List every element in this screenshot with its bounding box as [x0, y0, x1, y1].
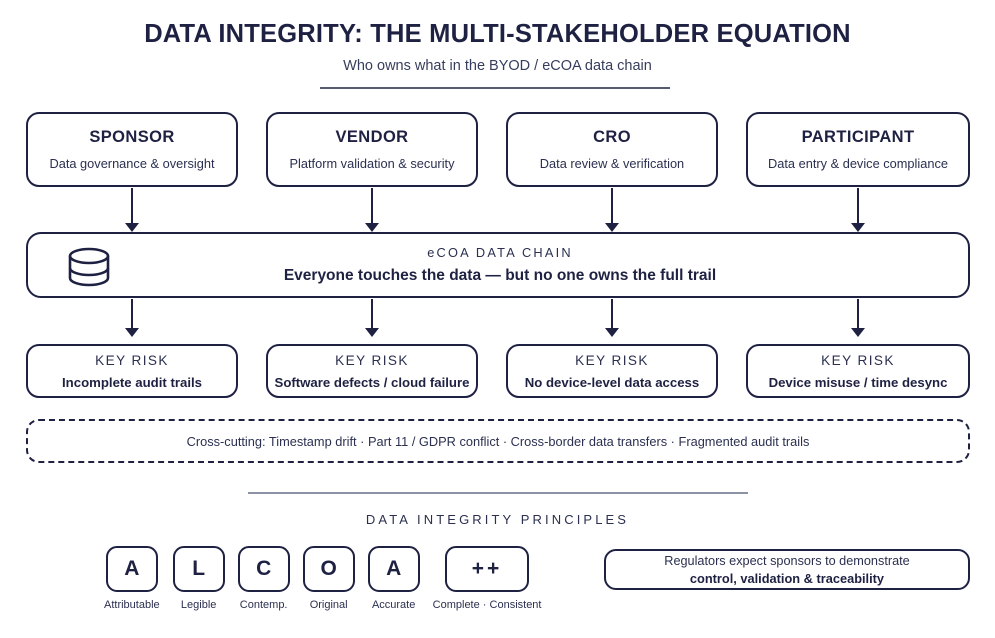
risk-label: KEY RISK: [821, 352, 895, 368]
chain-label: eCOA DATA CHAIN: [427, 245, 573, 260]
arrow-down-icon: [125, 299, 139, 337]
stakeholder-subtitle: Data review & verification: [539, 155, 685, 171]
chain-headline: Everyone touches the data — but no one o…: [283, 267, 717, 284]
risk-card-vendor: KEY RISK Software defects / cloud failur…: [266, 344, 478, 398]
page-subtitle: Who owns what in the BYOD / eCOA data ch…: [343, 58, 652, 74]
stakeholder-card-sponsor: SPONSOR Data governance & oversight: [26, 112, 238, 187]
arrow-down-icon: [125, 188, 139, 232]
stakeholder-title: VENDOR: [335, 128, 409, 147]
header-divider: [320, 87, 670, 89]
arrow-down-icon: [851, 299, 865, 337]
risk-text: Software defects / cloud failure: [274, 374, 470, 390]
stakeholder-title: SPONSOR: [89, 128, 175, 147]
alcoa-tile: L: [172, 546, 225, 592]
alcoa-item-legible: L Legible: [172, 546, 225, 611]
risk-card-sponsor: KEY RISK Incomplete audit trails: [26, 344, 238, 398]
cross-cutting-text: Cross-cutting: Timestamp drift · Part 11…: [186, 433, 810, 449]
alcoa-item-accurate: A Accurate: [367, 546, 420, 611]
risk-label: KEY RISK: [95, 352, 169, 368]
risk-card-cro: KEY RISK No device-level data access: [506, 344, 718, 398]
stakeholder-card-cro: CRO Data review & verification: [506, 112, 718, 187]
arrow-down-icon: [365, 188, 379, 232]
stakeholder-subtitle: Platform validation & security: [289, 155, 455, 171]
page-title: DATA INTEGRITY: THE MULTI-STAKEHOLDER EQ…: [144, 20, 851, 48]
regulators-callout: Regulators expect sponsors to demonstrat…: [604, 549, 970, 590]
regulators-line-1: Regulators expect sponsors to demonstrat…: [664, 553, 910, 568]
alcoa-tile: A: [367, 546, 420, 592]
risk-text: Device misuse / time desync: [768, 374, 948, 390]
alcoa-item-plus-plus: ++ Complete · Consistent: [432, 546, 542, 611]
alcoa-item-original: O Original: [302, 546, 355, 611]
alcoa-item-attributable: A Attributable: [104, 546, 160, 611]
stakeholder-subtitle: Data governance & oversight: [49, 155, 215, 171]
stakeholder-title: CRO: [593, 128, 631, 147]
arrow-down-icon: [851, 188, 865, 232]
alcoa-tile: C: [237, 546, 290, 592]
database-icon: [64, 247, 114, 292]
alcoa-tile: ++: [445, 546, 530, 592]
stakeholder-card-participant: PARTICIPANT Data entry & device complian…: [746, 112, 970, 187]
alcoa-caption: Original: [309, 599, 348, 611]
alcoa-caption: Complete · Consistent: [432, 599, 542, 611]
arrow-down-icon: [365, 299, 379, 337]
alcoa-caption: Contemp.: [239, 599, 288, 611]
regulators-line-2: control, validation & traceability: [689, 570, 885, 586]
stakeholder-subtitle: Data entry & device compliance: [768, 155, 948, 171]
alcoa-tile: O: [302, 546, 355, 592]
ecoa-data-chain-bar: eCOA DATA CHAIN Everyone touches the dat…: [26, 232, 970, 298]
alcoa-caption: Accurate: [371, 599, 416, 611]
arrow-down-icon: [605, 299, 619, 337]
principles-title: DATA INTEGRITY PRINCIPLES: [365, 512, 630, 527]
alcoa-tile: A: [105, 546, 158, 592]
alcoa-item-contemporaneous: C Contemp.: [237, 546, 290, 611]
arrow-down-icon: [605, 188, 619, 232]
stakeholder-title: PARTICIPANT: [801, 128, 915, 147]
principles-divider: [248, 492, 748, 494]
alcoa-caption: Legible: [180, 599, 217, 611]
risk-card-participant: KEY RISK Device misuse / time desync: [746, 344, 970, 398]
risk-text: Incomplete audit trails: [62, 374, 202, 390]
alcoa-caption: Attributable: [104, 599, 160, 611]
risk-label: KEY RISK: [575, 352, 649, 368]
risk-label: KEY RISK: [335, 352, 409, 368]
alcoa-principles-row: A Attributable L Legible C Contemp. O Or…: [104, 546, 541, 611]
cross-cutting-band: Cross-cutting: Timestamp drift · Part 11…: [26, 419, 970, 463]
risk-text: No device-level data access: [524, 374, 700, 390]
stakeholder-card-vendor: VENDOR Platform validation & security: [266, 112, 478, 187]
